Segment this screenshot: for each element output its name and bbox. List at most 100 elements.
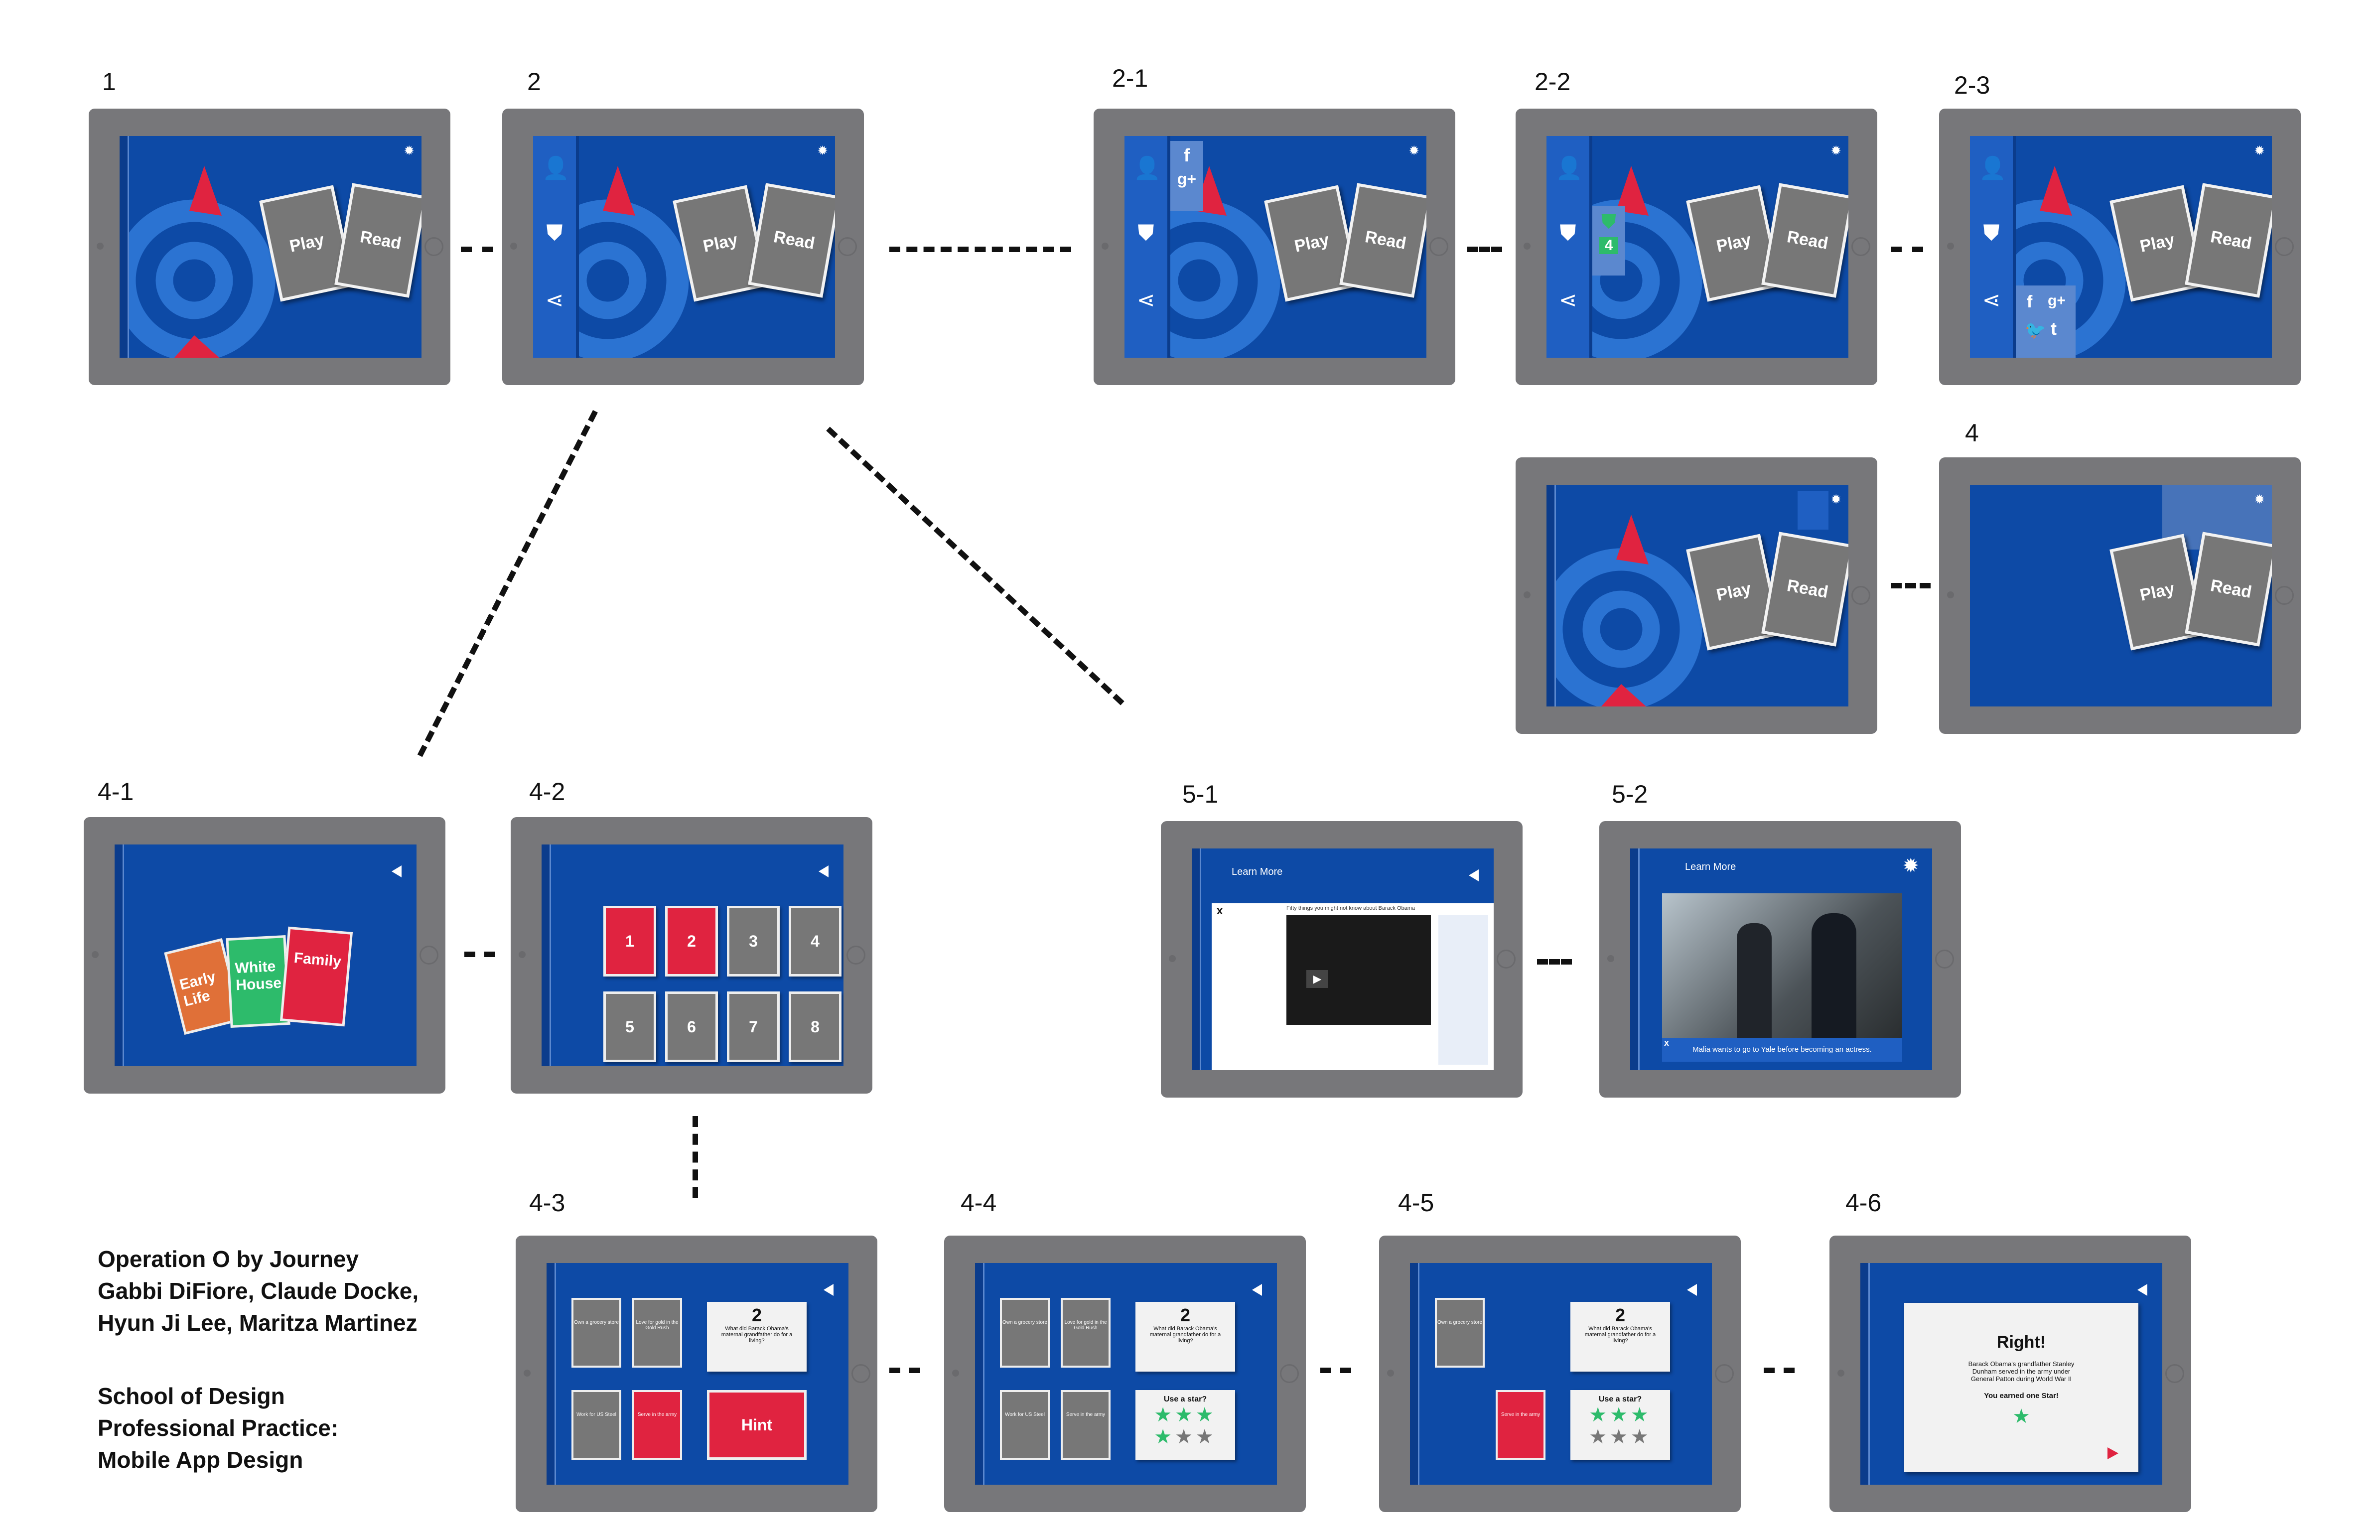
tablet-home-button[interactable] [2165, 1364, 2184, 1383]
clue-card[interactable]: Love for gold in the Gold Rush [632, 1298, 682, 1368]
user-icon[interactable]: 👤 [1979, 156, 2006, 180]
side-strip[interactable] [975, 1263, 984, 1485]
clue-card[interactable]: Serve in the army [632, 1390, 682, 1460]
tablet-home-button[interactable] [1935, 950, 1954, 969]
side-strip[interactable] [1546, 485, 1556, 706]
back-arrow-icon[interactable] [1252, 1284, 1262, 1296]
gear-icon[interactable]: ✹ [1902, 855, 1919, 877]
level-tile-1[interactable]: 1 [603, 906, 656, 977]
level-tile-5[interactable]: 5 [603, 991, 656, 1062]
clue-card[interactable]: Own a grocery store [1000, 1298, 1050, 1368]
settings-dropdown[interactable] [1798, 491, 1828, 530]
story-card-family[interactable]: Family [280, 926, 353, 1027]
question-number: 2 [1615, 1305, 1626, 1325]
gear-icon[interactable]: ✹ [1830, 492, 1841, 507]
share-icon[interactable]: ⋖ [545, 288, 564, 312]
back-arrow-icon[interactable] [392, 865, 402, 877]
tablet-home-button[interactable] [2275, 237, 2294, 256]
side-strip[interactable] [1410, 1263, 1419, 1485]
level-tile-4[interactable]: 4 [789, 906, 841, 977]
share-icon[interactable]: ⋖ [1982, 288, 2001, 312]
back-arrow-icon[interactable] [2137, 1284, 2147, 1296]
gear-icon[interactable]: ✹ [2254, 492, 2265, 507]
close-icon[interactable]: x [1664, 1038, 1670, 1048]
side-strip[interactable] [542, 844, 551, 1066]
level-tile-6[interactable]: 6 [665, 991, 718, 1062]
user-icon[interactable]: 👤 [1133, 156, 1161, 180]
share-icon[interactable]: ⋖ [1558, 288, 1577, 312]
star-rating[interactable]: ★★★★★★ [1154, 1404, 1217, 1448]
gear-icon[interactable]: ✹ [1830, 143, 1841, 158]
video-player[interactable]: ▶ [1286, 915, 1431, 1025]
side-strip[interactable] [1630, 848, 1640, 1070]
tablet-home-button[interactable] [1429, 237, 1448, 256]
clue-card[interactable]: Love for gold in the Gold Rush [1061, 1298, 1111, 1368]
tablet-home-button[interactable] [1851, 586, 1870, 605]
tablet-home-button[interactable] [420, 946, 438, 965]
google-plus-icon[interactable]: g+ [2048, 292, 2066, 309]
tablet-home-button[interactable] [1715, 1364, 1734, 1383]
tablet-home-button[interactable] [838, 237, 857, 256]
tablet-screen-4-2: 1 2 3 4 5 6 7 8 [511, 817, 872, 1094]
back-arrow-icon[interactable] [1687, 1284, 1697, 1296]
star-rating[interactable]: ★★★★★★ [1589, 1404, 1652, 1448]
clue-card[interactable]: Own a grocery store [1435, 1298, 1485, 1368]
tablet-home-button[interactable] [1851, 237, 1870, 256]
side-strip[interactable] [1860, 1263, 1870, 1485]
learn-more-title: Learn More [1232, 866, 1283, 877]
badge-icon[interactable]: ⛊ [1983, 221, 2000, 245]
share-icon[interactable]: ⋖ [1136, 288, 1155, 312]
tablet-home-button[interactable] [424, 237, 443, 256]
gear-icon[interactable]: ✹ [2254, 143, 2265, 158]
badge-icon[interactable]: ⛊ [546, 221, 563, 245]
use-star-card[interactable]: Use a star? ★★★★★★ [1135, 1390, 1235, 1460]
side-strip[interactable] [115, 844, 124, 1066]
next-arrow-icon[interactable] [2107, 1447, 2118, 1459]
badge-icon[interactable]: ⛊ [1559, 221, 1576, 245]
twitter-icon[interactable]: 🐦 [2025, 321, 2046, 340]
social-login-popout: f g+ [1170, 141, 1203, 211]
article-webview[interactable]: x Fifty things you might not know about … [1212, 903, 1494, 1070]
back-arrow-icon[interactable] [819, 865, 829, 877]
facebook-icon[interactable]: f [2027, 292, 2033, 311]
app-screen: Own a grocery store Love for gold in the… [547, 1263, 848, 1485]
connector-2-2-2-3 [1891, 247, 1923, 252]
clue-card[interactable]: Serve in the army [1061, 1390, 1111, 1460]
gear-icon[interactable]: ✹ [817, 143, 828, 158]
clue-card[interactable]: Work for US Steel [571, 1390, 621, 1460]
google-plus-icon[interactable]: g+ [1177, 170, 1197, 188]
side-strip[interactable] [547, 1263, 556, 1485]
play-icon[interactable]: ▶ [1306, 970, 1328, 988]
tablet-screen-2: 👤 ⛊ ⋖ Play Read ✹ [502, 109, 864, 385]
credits-team: Operation O by Journey Gabbi DiFiore, Cl… [98, 1243, 419, 1339]
tablet-home-button[interactable] [846, 946, 865, 965]
badge-icon[interactable]: ⛊ [1137, 221, 1154, 245]
clue-card[interactable]: Own a grocery store [571, 1298, 621, 1368]
clue-card[interactable]: Work for US Steel [1000, 1390, 1050, 1460]
user-icon[interactable]: 👤 [542, 156, 569, 180]
star-badge-icon: ⛊ [1601, 211, 1616, 233]
connector-1-2 [461, 247, 493, 252]
tablet-home-button[interactable] [2275, 586, 2294, 605]
tablet-home-button[interactable] [1280, 1364, 1299, 1383]
tablet-camera [97, 243, 104, 250]
hint-button[interactable]: Hint [707, 1390, 807, 1460]
gear-icon[interactable]: ✹ [404, 143, 415, 158]
use-star-card[interactable]: Use a star? ★★★★★★ [1570, 1390, 1670, 1460]
back-arrow-icon[interactable] [1469, 869, 1479, 881]
back-arrow-icon[interactable] [824, 1284, 834, 1296]
tablet-home-button[interactable] [1497, 950, 1516, 969]
user-icon[interactable]: 👤 [1555, 156, 1583, 180]
side-strip[interactable] [1192, 848, 1201, 1070]
tumblr-icon[interactable]: t [2051, 318, 2057, 339]
level-tile-3[interactable]: 3 [727, 906, 780, 977]
side-strip[interactable] [120, 136, 129, 358]
tablet-home-button[interactable] [851, 1364, 870, 1383]
gear-icon[interactable]: ✹ [1408, 143, 1419, 158]
level-tile-2[interactable]: 2 [665, 906, 718, 977]
level-tile-8[interactable]: 8 [789, 991, 841, 1062]
close-icon[interactable]: x [1217, 904, 1223, 917]
clue-card[interactable]: Serve in the army [1496, 1390, 1545, 1460]
facebook-icon[interactable]: f [1184, 145, 1190, 165]
level-tile-7[interactable]: 7 [727, 991, 780, 1062]
